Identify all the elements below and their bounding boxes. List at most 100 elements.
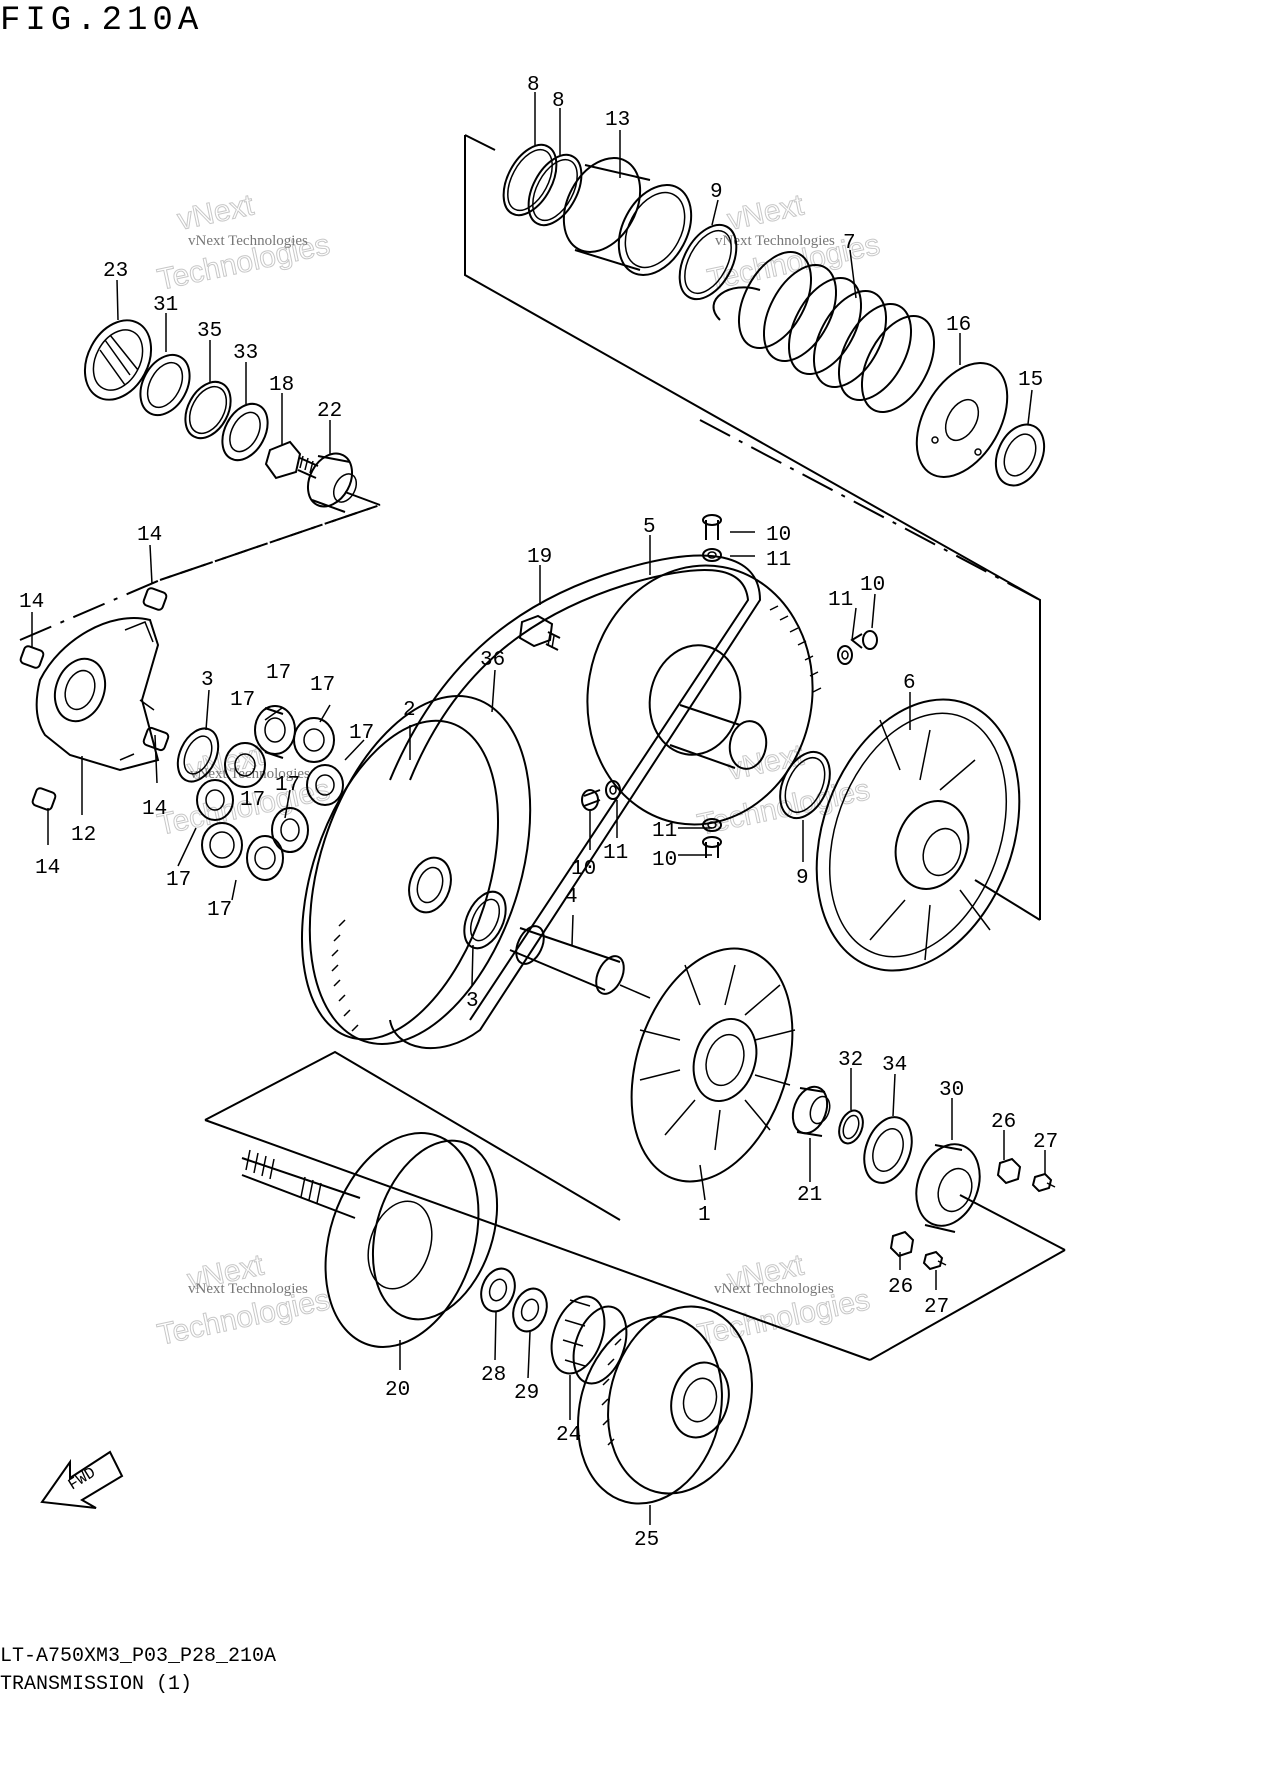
callout-17g: 17 [166, 869, 191, 892]
axis-line-bearing-stack [19, 491, 381, 641]
callout-19: 19 [527, 546, 552, 569]
part-21-collar [791, 1085, 831, 1137]
part-35-circlip [184, 380, 232, 440]
figure-reference-name: TRANSMISSION (1) [0, 1673, 193, 1696]
part-24-one-way-clutch [550, 1295, 628, 1385]
callout-13: 13 [605, 109, 630, 132]
part-33-washer [221, 402, 269, 462]
part-13-sleeve [562, 157, 693, 276]
part-31-oil-seal [139, 353, 191, 417]
part-10-pin-top [702, 514, 722, 540]
part-25-clutch-shoe-assembly [577, 1305, 753, 1505]
callout-14d: 14 [35, 857, 60, 880]
callout-35: 35 [197, 320, 222, 343]
part-28-nut [480, 1267, 516, 1313]
callout-20: 20 [385, 1379, 410, 1402]
part-30-bearing [915, 1143, 981, 1233]
callout-26b: 26 [888, 1276, 913, 1299]
callout-12: 12 [71, 824, 96, 847]
callout-5: 5 [643, 516, 656, 539]
part-26-nut-a [996, 1157, 1022, 1185]
callout-21: 21 [797, 1184, 822, 1207]
part-29-washer [512, 1287, 548, 1333]
callout-17f: 17 [240, 789, 265, 812]
part-9-o-ring-mid [779, 750, 831, 820]
callout-25: 25 [634, 1529, 659, 1552]
part-6-movable-driven-face [815, 698, 1021, 972]
callouts: 8 8 13 9 7 16 15 23 31 35 33 18 22 14 14… [19, 74, 1058, 1552]
watermark-bottom-right: vNext Technologies vNext Technologies [694, 1248, 873, 1352]
callout-3b: 3 [466, 990, 479, 1013]
part-14-slider-b [19, 645, 45, 669]
callout-3a: 3 [201, 669, 214, 692]
callout-17c: 17 [310, 674, 335, 697]
part-8-o-ring-b [527, 153, 583, 227]
svg-text:vNext Technologies: vNext Technologies [188, 233, 308, 249]
figure-title: FIG.210A [0, 2, 204, 40]
part-14-slider-d [31, 787, 57, 811]
part-18-bolt [264, 440, 319, 480]
part-10-pin-left [581, 789, 601, 811]
svg-text:Technologies: Technologies [695, 773, 873, 842]
callout-11c: 11 [652, 820, 677, 843]
callout-30: 30 [939, 1079, 964, 1102]
callout-9a: 9 [710, 181, 723, 204]
callout-8b: 8 [552, 90, 565, 113]
callout-28: 28 [481, 1364, 506, 1387]
part-14-slider-a [142, 587, 168, 611]
callout-34: 34 [882, 1054, 907, 1077]
callout-17b: 17 [230, 689, 255, 712]
part-22-collar [306, 452, 358, 513]
part-16-spring-seat [915, 362, 1009, 478]
callout-33: 33 [233, 342, 258, 365]
part-14-slider-c [142, 726, 170, 752]
callout-9b: 9 [796, 867, 809, 890]
svg-text:vNext Technologies: vNext Technologies [188, 1281, 308, 1297]
callout-4: 4 [565, 886, 578, 909]
callout-32: 32 [838, 1049, 863, 1072]
fwd-direction-arrow: FWD [40, 1450, 124, 1509]
part-20-clutch-housing [241, 1132, 499, 1370]
callout-11d: 11 [603, 842, 628, 865]
part-3-washer-bottom [463, 890, 507, 950]
part-27-screw-b [922, 1250, 947, 1271]
callout-31: 31 [153, 294, 178, 317]
part-34-oil-seal [863, 1116, 913, 1184]
leader-lines [31, 92, 1046, 1525]
part-11-washer-top [702, 548, 722, 562]
callout-11b: 11 [828, 589, 853, 612]
svg-text:vNext: vNext [725, 188, 808, 236]
callout-2: 2 [403, 699, 416, 722]
callout-8a: 8 [527, 74, 540, 97]
watermark-bottom-left: vNext Technologies vNext Technologies [154, 1248, 333, 1352]
callout-26a: 26 [991, 1111, 1016, 1134]
part-11-washer-right [837, 645, 853, 665]
part-17-rollers [196, 705, 344, 881]
part-23-bearing [83, 319, 153, 401]
callout-24: 24 [556, 1424, 581, 1447]
part-7-spring [712, 250, 936, 414]
callout-7: 7 [843, 232, 856, 255]
callout-11a: 11 [766, 549, 791, 572]
part-19-bolt [518, 614, 561, 651]
part-12-cam-plate [35, 617, 160, 772]
callout-17h: 17 [207, 899, 232, 922]
callout-16: 16 [946, 314, 971, 337]
callout-10c: 10 [652, 849, 677, 872]
part-36-v-belt [389, 554, 762, 1050]
part-26-nut-b [889, 1230, 915, 1258]
callout-17e: 17 [275, 774, 300, 797]
part-2-movable-drive-face [300, 695, 532, 1045]
callout-29: 29 [514, 1382, 539, 1405]
callout-14a: 14 [137, 524, 162, 547]
svg-text:vNext: vNext [175, 188, 258, 236]
part-5-fixed-driven-face [586, 564, 822, 826]
part-9-circlip-top [678, 223, 738, 301]
group-bracket-clutch [204, 1050, 1066, 1361]
callout-14c: 14 [142, 798, 167, 821]
part-11-washer-left [605, 780, 621, 800]
part-4-shaft [509, 925, 651, 999]
watermark-top-left: vNext Technologies vNext Technologies [154, 188, 333, 297]
